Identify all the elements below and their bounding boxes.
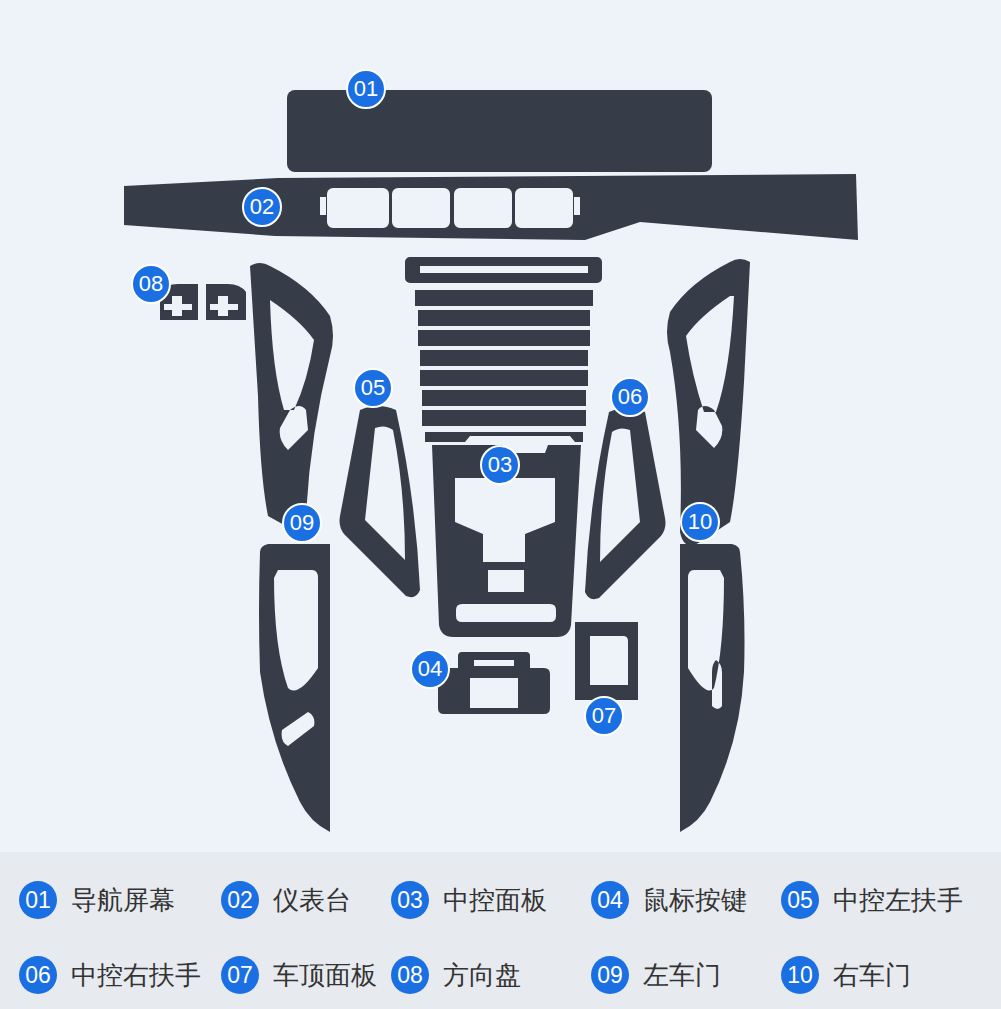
callout-number: 03 — [480, 445, 520, 485]
legend-number: 01 — [19, 881, 57, 919]
callout-number: 05 — [353, 368, 393, 408]
legend-text: 中控面板 — [443, 881, 547, 919]
legend-number: 07 — [221, 956, 259, 994]
callout-number: 02 — [242, 187, 282, 227]
legend-text: 鼠标按键 — [643, 881, 747, 919]
callout-number: 06 — [610, 377, 650, 417]
legend-number: 09 — [591, 956, 629, 994]
callout-number: 10 — [680, 502, 720, 542]
legend-number: 08 — [391, 956, 429, 994]
legend-number: 02 — [221, 881, 259, 919]
legend-text: 中控右扶手 — [71, 956, 201, 994]
legend-number: 10 — [781, 956, 819, 994]
callout-number: 08 — [131, 264, 171, 304]
callout-number: 04 — [410, 649, 450, 689]
legend-text: 左车门 — [643, 956, 721, 994]
legend-number: 03 — [391, 881, 429, 919]
callout-number: 07 — [584, 696, 624, 736]
legend-text: 方向盘 — [443, 956, 521, 994]
callout-number: 01 — [346, 69, 386, 109]
legend-text: 导航屏幕 — [71, 881, 175, 919]
legend-number: 04 — [591, 881, 629, 919]
legend-text: 车顶面板 — [273, 956, 377, 994]
callout-number: 09 — [282, 503, 322, 543]
legend-number: 06 — [19, 956, 57, 994]
legend-text: 中控左扶手 — [833, 881, 963, 919]
legend-text: 右车门 — [833, 956, 911, 994]
legend-text: 仪表台 — [273, 881, 351, 919]
legend-number: 05 — [781, 881, 819, 919]
film-pieces-illustration — [0, 0, 1001, 852]
